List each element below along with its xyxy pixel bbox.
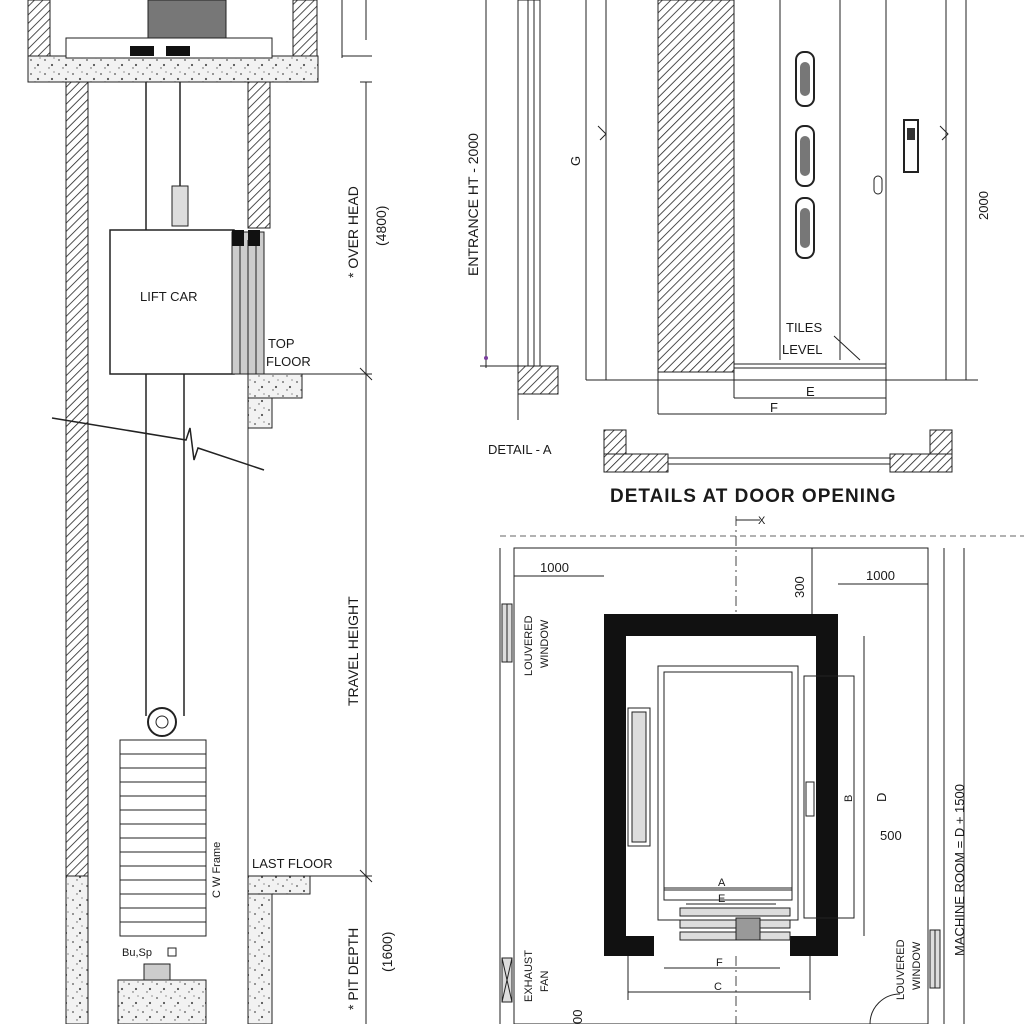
exhaust-label-1: EXHAUST — [523, 950, 535, 1002]
last-floor-label: LAST FLOOR — [252, 856, 333, 871]
dim-00: 00 — [570, 1010, 585, 1024]
louvered-right-1: LOUVERED — [895, 939, 907, 1000]
machine-room-floor-slab — [27, 55, 319, 83]
last-floor-landing — [247, 875, 311, 895]
car-inner — [663, 671, 793, 891]
detail-a-label: DETAIL - A — [488, 442, 552, 457]
machine-room-wall-right — [292, 0, 318, 59]
break-line — [51, 417, 265, 471]
cw-frame-label: C W Frame — [211, 842, 223, 898]
machine-room-plan: X 1000 1000 300 LOUVERED WINDOW B D 500 — [499, 515, 1024, 1024]
dim-500: 500 — [880, 828, 902, 843]
dim-300: 300 — [792, 576, 807, 598]
top-floor-label-2: FLOOR — [266, 354, 311, 369]
pit-wall-left — [65, 875, 89, 1024]
e-plan-label: E — [718, 893, 725, 905]
top-floor-label-1: TOP — [268, 336, 295, 351]
pit-base — [117, 979, 207, 1024]
overhead-label: * OVER HEAD — [345, 186, 361, 278]
tiles-label-1: TILES — [786, 320, 822, 335]
overhead-value: (4800) — [373, 206, 389, 246]
louvered-left-1: LOUVERED — [523, 615, 535, 676]
door-swing — [869, 993, 901, 1024]
a-label: A — [718, 877, 726, 889]
f-plan-label: F — [716, 957, 723, 969]
dim-1000-left: 1000 — [540, 560, 569, 575]
e-label: E — [806, 384, 815, 399]
details-title: DETAILS AT DOOR OPENING — [610, 486, 897, 507]
c-label: C — [714, 981, 722, 993]
car-guide-right — [805, 781, 815, 817]
louvered-left-2: WINDOW — [539, 619, 551, 668]
pit-depth-label: * PIT DEPTH — [345, 928, 361, 1010]
louvered-right-2: WINDOW — [911, 941, 923, 990]
shaft-wall-right-top — [247, 81, 271, 229]
f-label: F — [770, 400, 778, 415]
section-elevation: LIFT CAR TOP FLOOR C W Frame Bu — [27, 0, 395, 1024]
door-panel-hatched — [657, 0, 735, 373]
machine-motor — [147, 0, 227, 39]
pit-depth-value: (1600) — [379, 932, 395, 972]
shaft-wall-left — [65, 81, 89, 883]
machine-room-outline — [513, 547, 929, 1024]
g-label: G — [568, 156, 583, 166]
machine-room-dim: MACHINE ROOM = D + 1500 — [952, 784, 967, 956]
travel-height-label: TRAVEL HEIGHT — [345, 596, 361, 706]
door-sill-plan — [679, 907, 791, 917]
entrance-height-label: ENTRANCE HT - 2000 — [465, 133, 481, 276]
b-label: B — [843, 795, 855, 802]
door-handle — [873, 175, 883, 195]
dim-1000-right: 1000 — [866, 568, 895, 583]
section-x-mark: X — [758, 515, 766, 527]
buffer — [143, 963, 171, 981]
d-label: D — [874, 793, 889, 802]
lift-car-label: LIFT CAR — [140, 289, 198, 304]
landing-button-panel — [903, 119, 919, 173]
top-floor-landing — [247, 373, 303, 399]
buffer-label: Bu,Sp — [122, 947, 152, 959]
height-2000-label: 2000 — [976, 191, 991, 220]
tiles-label-2: LEVEL — [782, 342, 822, 357]
exhaust-label-2: FAN — [539, 971, 551, 992]
detail-a-sill — [517, 365, 559, 395]
machine-room-wall-left — [27, 0, 51, 59]
door-opening-details: ENTRANCE HT - 2000 DETAIL - A G — [465, 0, 991, 507]
